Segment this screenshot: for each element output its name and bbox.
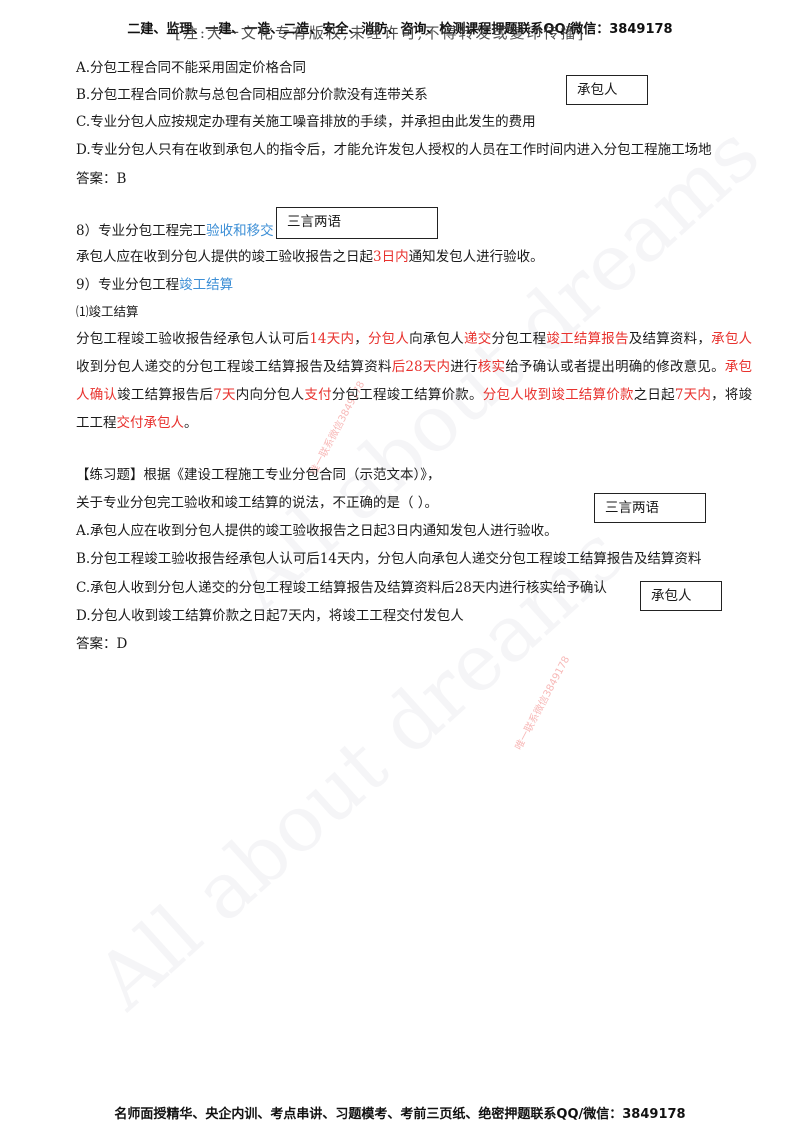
q1-option-b: B.分包工程合同价款与总包合同相应部分价款没有连带关系 [76,87,428,103]
text-run: 通知发包人进行验收。 [408,249,544,265]
highlight-red: 承包人 [711,331,753,347]
q2-stem-line-1: 【练习题】根据《建设工程施工专业分包合同（示范文本）》， [76,467,441,483]
text-run: 之日起 [633,387,675,403]
section-9-prefix: 9）专业分包工程 [76,277,180,293]
q1-answer: 答案：B [76,171,127,187]
page-footer: 名师面授精华、央企内训、考点串讲、习题模考、考前三页纸、绝密押题联系QQ/微信：… [114,1107,686,1122]
q2-option-c: C.承包人收到分包人递交的分包工程竣工结算报告及结算资料后28天内进行核实给予确… [76,580,607,596]
highlight-red: 交付承包人 [116,415,185,431]
text-run: 进行 [450,359,478,375]
text-run: 分包工程竣工结算价款。 [331,387,483,403]
settlement-paragraph: 分包工程竣工验收报告经承包人认可后14天内，分包人向承包人递交分包工程竣工结算报… [76,325,752,437]
section-9-heading: 9）专业分包工程竣工结算 [76,275,233,295]
callout-box: 三言两语 [276,207,438,239]
text-run: ，将竣工工程 [76,387,753,431]
text-run: 分包工程 [491,331,547,347]
text-run: 承包人应在收到分包人提供的竣工验收报告之日起 [76,249,373,265]
text-run: 内向分包人 [235,387,305,403]
highlight-red: 递交 [464,331,492,347]
section-9-highlight: 竣工结算 [179,277,234,293]
highlight-red: 分包人 [367,331,410,347]
highlight-red: 7天 [213,387,236,403]
text-run: ， [354,331,368,347]
section-8-heading: 8）专业分包工程完工验收和移交 [76,221,274,241]
section-8-prefix: 8）专业分包工程完工 [76,223,207,239]
q2-option-b: B.分包工程竣工验收报告经承包人认可后14天内，分包人向承包人递交分包工程竣工结… [76,551,702,567]
header-text: 二建、监理、一建、一造、二造、安全、消防、咨询、检测课程押题联系QQ/微信：38… [127,22,673,37]
q1-option-a: A.分包工程合同不能采用固定价格合同 [76,60,307,76]
highlight-red: 3日内 [373,249,409,265]
callout-box: 三言两语 [594,493,706,523]
highlight-red: 支付 [304,387,332,403]
q2-option-d: D.分包人收到竣工结算价款之日起7天内，将竣工工程交付发包人 [76,608,464,624]
section-8-body: 承包人应在收到分包人提供的竣工验收报告之日起3日内通知发包人进行验收。 [76,247,544,267]
callout-box: 承包人 [566,75,648,105]
q2-stem-line-2: 关于专业分包完工验收和竣工结算的说法，不正确的是（ ）。 [76,495,439,511]
highlight-red: 分包人收到竣工结算价款 [482,387,634,403]
callout-box: 承包人 [640,581,722,611]
q1-option-c: C.专业分包人应按规定办理有关施工噪音排放的手续，并承担由此发生的费用 [76,114,536,130]
section-9-sub: ⑴竣工结算 [76,304,139,319]
q1-option-d: D.专业分包人只有在收到承包人的指令后，才能允许发包人授权的人员在工作时间内进入… [76,142,712,158]
text-run: 及结算资料， [628,331,712,347]
q2-option-a: A.承包人应在收到分包人提供的竣工验收报告之日起3日内通知发包人进行验收。 [76,523,558,539]
page-header: 二建、监理、一建、一造、二造、安全、消防、咨询、检测课程押题联系QQ/微信：38… [0,18,800,42]
text-run: 给予确认或者提出明确的修改意见。 [505,359,725,375]
q2-answer: 答案：D [76,636,128,652]
text-run: 向承包人 [409,331,465,347]
text-run: 竣工结算报告后 [117,387,214,403]
highlight-red: 承包人确认 [76,359,753,403]
text-run: 分包工程竣工验收报告经承包人认可后 [76,331,310,347]
text-run: 。 [184,415,198,431]
copyright-notice: [注:大一文化专有版权,未经许可,不得转发或复印传播] [175,24,586,42]
highlight-red: 竣工结算报告 [546,331,629,347]
highlight-red: 后28天内 [391,359,451,375]
text-run: 收到分包人递交的分包工程竣工结算报告及结算资料 [76,359,392,375]
highlight-red: 14天内 [309,331,355,347]
section-8-highlight: 验收和移交 [206,223,274,239]
highlight-red: 核实 [477,359,506,375]
highlight-red: 7天内 [674,387,712,403]
